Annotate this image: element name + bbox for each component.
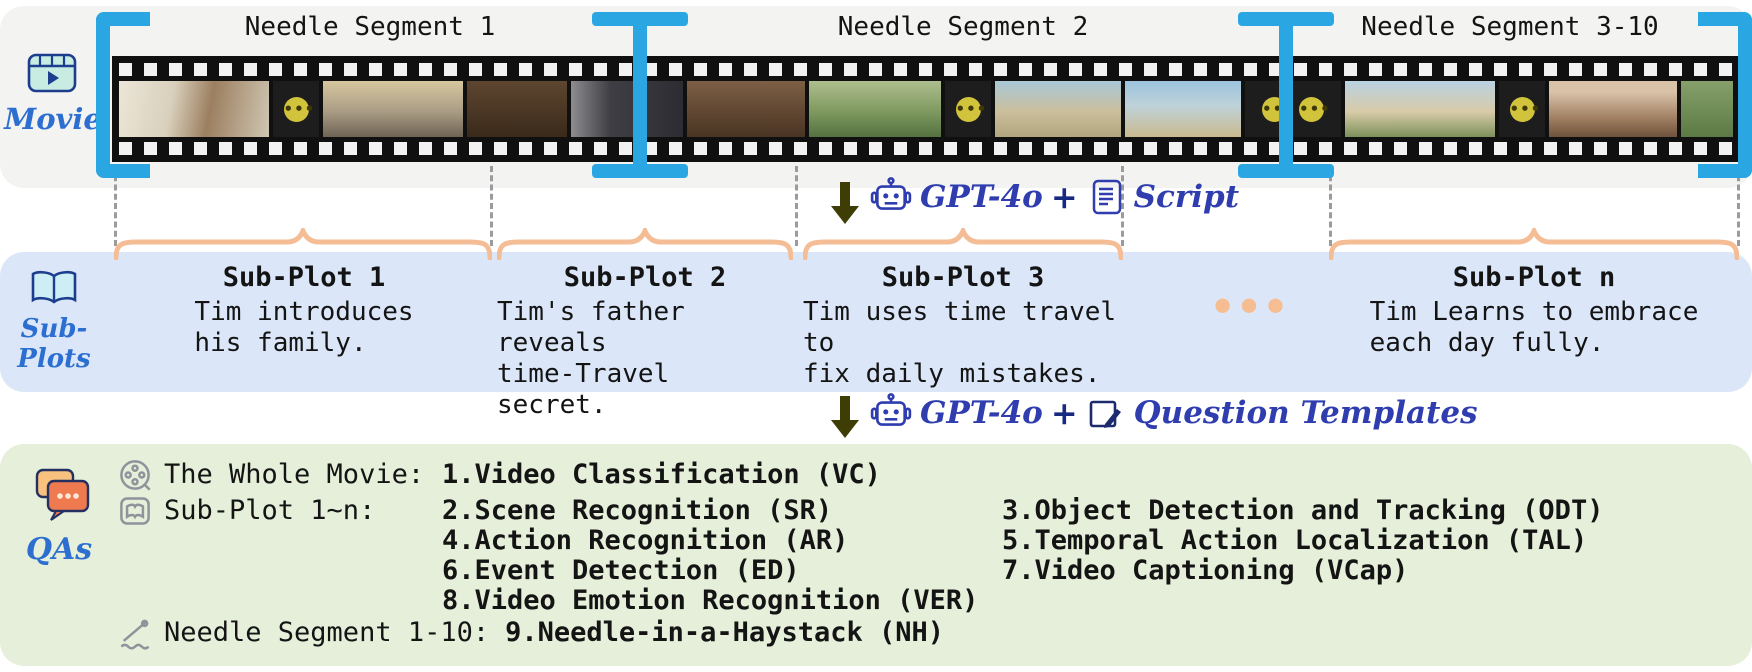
qa-task: 5.Temporal Action Localization (TAL)	[1002, 525, 1588, 556]
needle-icon	[118, 616, 164, 650]
dashed-connector	[114, 166, 117, 246]
qa-row-subplots: Sub-Plot 1~n: 2.Scene Recognition (SR) 3…	[118, 494, 1603, 528]
film-frame	[1549, 81, 1677, 137]
generation-step-1: GPT-4o + Script	[870, 176, 1239, 218]
dashed-connector	[1737, 166, 1740, 246]
subplot-brace-1	[114, 228, 492, 260]
film-ellipsis-icon	[955, 96, 981, 122]
qas-chat-icon	[35, 468, 90, 521]
subplot-desc: Tim introduces his family.	[194, 297, 414, 358]
script-icon	[1092, 179, 1121, 215]
film-frame	[467, 81, 567, 137]
subplot-brace-n	[1329, 228, 1739, 260]
subplots-panel	[0, 252, 1752, 392]
needle-segment-1-label: Needle Segment 1	[244, 12, 496, 42]
film-sprockets-top	[119, 63, 1737, 76]
book-icon	[118, 494, 164, 528]
subplot-title: Sub-Plot 3	[881, 262, 1045, 293]
film-frame	[119, 81, 269, 137]
needle-divider-1	[592, 12, 688, 178]
qa-task: 2.Scene Recognition (SR)	[442, 495, 833, 526]
qa-task: 4.Action Recognition (AR)	[442, 525, 849, 556]
question-template-icon	[1089, 400, 1121, 428]
qa-task: 9.Needle-in-a-Haystack (NH)	[505, 617, 945, 648]
film-sprockets-bottom	[119, 142, 1737, 155]
film-frame	[995, 81, 1121, 137]
subplots-panel-label: Sub- Plots	[17, 314, 91, 374]
subplot-1: Sub-Plot 1 Tim introduces his family.	[118, 262, 490, 359]
plus-sign: +	[1050, 394, 1078, 432]
movie-clapper-icon	[27, 53, 77, 93]
subplot-brace-3	[803, 228, 1123, 260]
film-frame	[1681, 81, 1733, 137]
qas-panel	[0, 444, 1752, 666]
subplot-3: Sub-Plot 3 Tim uses time travel to fix d…	[803, 262, 1123, 390]
qa-row-continued: 8.Video Emotion Recognition (VER)	[118, 584, 1002, 618]
film-ellipsis-icon	[1509, 96, 1535, 122]
film-ellipsis-icon	[283, 96, 309, 122]
subplot-n: Sub-Plot n Tim Learns to embrace each da…	[1329, 262, 1739, 359]
film-ellipsis-gap	[1499, 81, 1545, 137]
subplots-ellipsis: ●●●	[1215, 290, 1295, 318]
qa-prefix: Needle Segment 1-10:	[164, 617, 490, 648]
film-ellipsis-icon	[1299, 96, 1324, 122]
needle-divider-bar	[1279, 12, 1293, 178]
film-frame	[1125, 81, 1241, 137]
movie-reel-icon	[118, 458, 164, 492]
gpt4o-robot-icon	[870, 393, 912, 426]
dashed-connector	[795, 166, 798, 246]
qa-task: 8.Video Emotion Recognition (VER)	[442, 585, 979, 616]
dashed-connector	[1121, 166, 1124, 246]
icon-placeholder	[118, 584, 164, 618]
qa-prefix: Sub-Plot 1~n:	[164, 495, 376, 526]
subplot-desc: Tim's father reveals time-Travel secret.	[497, 297, 685, 420]
film-ellipsis-gap	[273, 81, 319, 137]
qa-row-needle: Needle Segment 1-10: 9.Needle-in-a-Hayst…	[118, 616, 944, 650]
needle-divider-2	[1238, 12, 1334, 178]
gpt4o-label: GPT-4o	[920, 179, 1043, 215]
needle-bracket-right	[1698, 12, 1752, 178]
script-label: Script	[1133, 179, 1240, 215]
film-frames	[119, 81, 1737, 137]
film-ellipsis-gap	[945, 81, 991, 137]
movie-panel-label: Movie	[4, 102, 102, 136]
open-book-icon	[31, 270, 77, 304]
icon-placeholder	[118, 554, 164, 588]
subplot-2: Sub-Plot 2 Tim's father reveals time-Tra…	[497, 262, 793, 421]
subplot-title: Sub-Plot 2	[563, 262, 727, 293]
dashed-connector	[1329, 166, 1332, 246]
subplot-desc: Tim uses time travel to fix daily mistak…	[803, 297, 1117, 389]
qa-row-continued: 4.Action Recognition (AR) 5.Temporal Act…	[118, 524, 1587, 558]
film-frame	[1345, 81, 1495, 137]
icon-placeholder	[118, 524, 164, 558]
qa-task: 7.Video Captioning (VCap)	[1002, 555, 1409, 586]
qa-row-continued: 6.Event Detection (ED) 7.Video Captionin…	[118, 554, 1408, 588]
needle-segment-3-10-label: Needle Segment 3-10	[1361, 12, 1659, 42]
subplot-brace-2	[497, 228, 793, 260]
generation-step-2: GPT-4o + Question Templates	[870, 392, 1478, 434]
film-frame	[323, 81, 463, 137]
plus-sign: +	[1050, 178, 1078, 216]
needle-bracket-left	[96, 12, 150, 178]
dashed-connector	[490, 166, 493, 246]
gpt4o-robot-icon	[870, 177, 912, 210]
film-frame	[809, 81, 941, 137]
qa-task: 1.Video Classification (VC)	[442, 459, 881, 490]
gpt4o-label: GPT-4o	[920, 395, 1043, 431]
qa-task: 3.Object Detection and Tracking (ODT)	[1002, 495, 1604, 526]
needle-divider-bar	[633, 12, 647, 178]
film-frame	[687, 81, 805, 137]
qa-prefix: The Whole Movie:	[164, 459, 425, 490]
question-templates-label: Question Templates	[1133, 395, 1478, 431]
subplot-title: Sub-Plot 1	[222, 262, 386, 293]
qa-task: 6.Event Detection (ED)	[442, 555, 800, 586]
needle-segment-2-label: Needle Segment 2	[837, 12, 1089, 42]
qa-row-whole-movie: The Whole Movie: 1.Video Classification …	[118, 458, 1002, 492]
subplot-desc: Tim Learns to embrace each day fully.	[1369, 297, 1699, 358]
film-strip	[112, 56, 1744, 162]
subplot-title: Sub-Plot n	[1452, 262, 1616, 293]
film-frame	[571, 81, 683, 137]
qas-panel-label: QAs	[25, 532, 93, 567]
